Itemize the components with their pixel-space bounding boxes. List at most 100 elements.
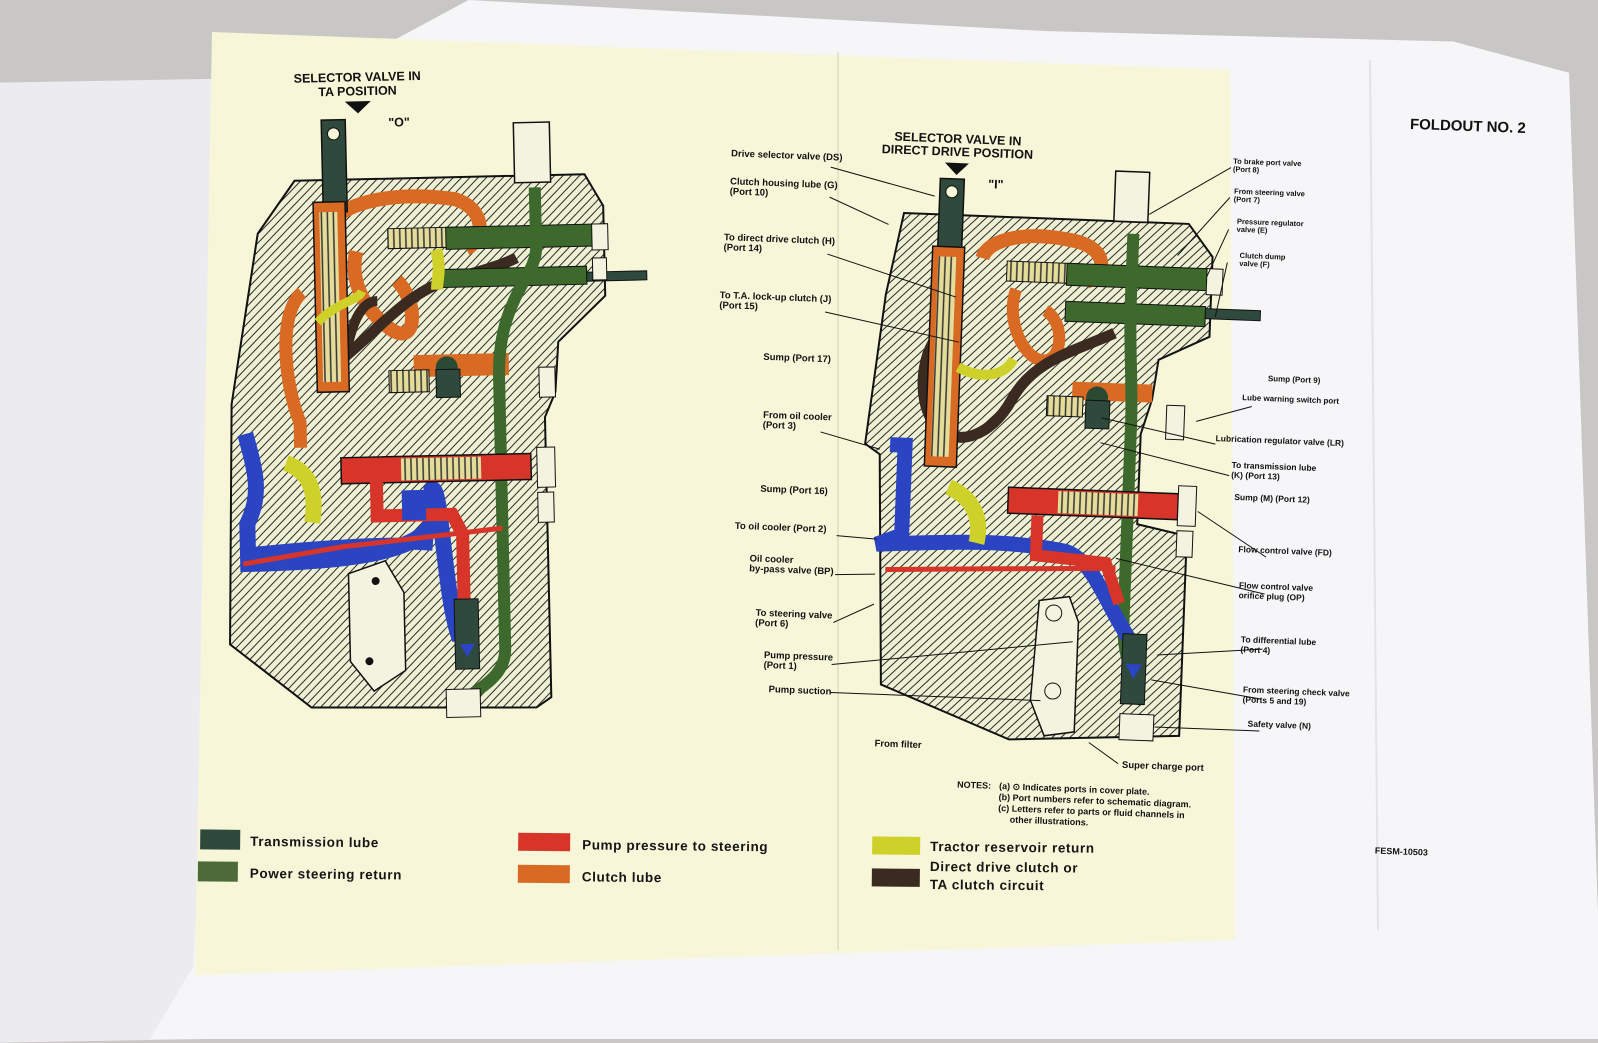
right-red-channel xyxy=(1029,515,1125,606)
legend-swatch-direct-drive xyxy=(871,868,920,887)
callout-to-oil-cooler: To oil cooler (Port 2) xyxy=(735,521,827,536)
left-panel-heading-1: SELECTOR VALVE IN xyxy=(294,69,421,86)
fold-line-2 xyxy=(1369,59,1379,931)
left-blue-block xyxy=(401,489,427,521)
callout-oil-cooler-bypass: Oil cooler xyxy=(749,553,794,566)
right-side-rod xyxy=(1204,308,1262,322)
callout-flow-control-valve: Flow control valve (FD) xyxy=(1238,544,1332,558)
callout-to-brake-port-valve: To brake port valve xyxy=(1233,157,1302,169)
callout-lube-warning-switch: Lube warning switch port xyxy=(1242,393,1340,406)
callout-to-differential-lube-port: (Port 4) xyxy=(1240,644,1270,655)
right-orange-port xyxy=(1071,381,1153,403)
legend-label-power-steering-return: Power steering return xyxy=(250,866,402,883)
right-position-mark: "I" xyxy=(988,177,1004,192)
right-yellow-lower xyxy=(944,479,987,545)
callout-clutch-dump-valve: valve (F) xyxy=(1239,259,1270,269)
callout-sump-port-9: Sump (Port 9) xyxy=(1268,374,1321,385)
callout-drive-selector-valve: Drive selector valve (DS) xyxy=(731,148,843,163)
left-yellow-lower xyxy=(282,455,322,524)
callout-ta-lockup-clutch-port: (Port 15) xyxy=(719,300,758,312)
callout-sump-port-17: Sump (Port 17) xyxy=(763,352,831,366)
right-blue-channel xyxy=(873,437,1139,649)
callout-flow-control-orifice: Flow control valve xyxy=(1239,580,1314,593)
callout-ta-lockup-clutch: To T.A. lock-up clutch (J) xyxy=(719,290,831,305)
legend-swatch-tractor-reservoir xyxy=(872,836,921,855)
callout-lubrication-regulator: Lubrication regulator valve (LR) xyxy=(1215,433,1344,448)
legend-swatch-power-steering-return xyxy=(197,861,238,882)
left-side-fittings xyxy=(536,223,609,523)
legend-label-tractor-reservoir: Tractor reservoir return xyxy=(930,839,1095,856)
callout-from-filter: From filter xyxy=(874,738,922,751)
right-top-fitting xyxy=(1113,170,1151,224)
callout-flow-control-orifice-plug: orifice plug (OP) xyxy=(1238,590,1305,603)
callout-oil-cooler-bypass-valve: by-pass valve (BP) xyxy=(749,563,834,577)
callout-pump-pressure-port: (Port 1) xyxy=(763,660,797,672)
legend-label-pump-pressure: Pump pressure to steering xyxy=(582,837,768,854)
callout-to-brake-port-valve-port: (Port 8) xyxy=(1233,165,1260,175)
legend-label-clutch-lube: Clutch lube xyxy=(582,869,662,885)
right-spring-mid xyxy=(1045,395,1084,418)
notes-block: NOTES: (a) ⊙ Indicates ports in cover pl… xyxy=(957,779,1191,828)
left-orange-branch xyxy=(279,287,308,448)
right-arrow-marker xyxy=(944,162,969,175)
right-bottom-fitting xyxy=(1118,713,1155,742)
callout-from-steering-valve-port: (Port 7) xyxy=(1234,195,1261,205)
left-yellow-drop xyxy=(430,248,445,290)
right-brown-channel xyxy=(917,321,1117,443)
right-red-branch xyxy=(885,565,1116,573)
callout-to-differential-lube: To differential lube xyxy=(1241,634,1317,647)
callout-pump-suction: Pump suction xyxy=(768,684,831,697)
left-panel-heading-2: TA POSITION xyxy=(318,83,397,99)
callout-to-transmission-lube: To transmission lube xyxy=(1231,460,1316,473)
notes-heading: NOTES: xyxy=(957,779,991,790)
callout-sump-port-12: Sump (M) (Port 12) xyxy=(1234,492,1310,505)
callout-to-steering-valve-port: (Port 6) xyxy=(755,618,789,630)
left-yellow-channel xyxy=(314,288,367,326)
callout-safety-valve: Safety valve (N) xyxy=(1247,719,1311,731)
left-position-mark: "O" xyxy=(388,115,410,129)
legend-swatch-clutch-lube xyxy=(517,864,570,884)
callout-super-charge-port: Super charge port xyxy=(1122,760,1205,774)
legend-label-transmission-lube: Transmission lube xyxy=(250,834,379,850)
callouts-left-group: Drive selector valve (DS) Clutch housing… xyxy=(719,148,922,751)
callout-pump-pressure: Pump pressure xyxy=(764,650,834,664)
left-green-valve-upper xyxy=(445,223,597,250)
left-bottom-fitting xyxy=(445,688,482,718)
left-red-branch xyxy=(242,525,503,567)
callout-from-oil-cooler: From oil cooler xyxy=(763,410,832,424)
legend: Transmission lube Power steering return … xyxy=(197,829,1095,893)
legend-swatch-pump-pressure xyxy=(518,832,571,852)
callout-pressure-regulator-valve: valve (E) xyxy=(1236,225,1268,235)
right-side-fittings xyxy=(1164,268,1224,558)
left-top-fitting xyxy=(512,121,552,184)
right-panel-heading-1: SELECTOR VALVE IN xyxy=(894,130,1022,149)
left-bottom-valve xyxy=(453,598,481,670)
legend-label-direct-drive: Direct drive clutch or xyxy=(930,859,1079,876)
callout-from-steering-check-valve-ports: (Ports 5 and 19) xyxy=(1242,694,1306,706)
left-red-channel xyxy=(369,480,471,600)
callout-clutch-housing-lube: Clutch housing lube (G) xyxy=(730,176,838,191)
callout-to-transmission-lube-port: (K) (Port 13) xyxy=(1231,470,1280,482)
left-spring-mid xyxy=(388,369,430,394)
note-c-line2: other illustrations. xyxy=(1010,815,1089,828)
legend-swatch-transmission-lube xyxy=(200,829,241,850)
callout-sump-port-16: Sump (Port 16) xyxy=(760,484,828,498)
foldout-title: FOLDOUT NO. 2 xyxy=(1410,116,1526,137)
callout-leader-lines xyxy=(820,166,1267,765)
left-green-main-channel xyxy=(462,187,543,704)
callout-from-steering-check-valve: From steering check valve xyxy=(1243,684,1350,698)
legend-label-direct-drive-line2: TA clutch circuit xyxy=(930,877,1045,893)
callout-clutch-housing-lube-port: (Port 10) xyxy=(729,186,768,198)
callout-from-oil-cooler-port: (Port 3) xyxy=(763,420,797,432)
callout-to-steering-valve: To steering valve xyxy=(755,608,832,622)
callout-from-steering-valve: From steering valve xyxy=(1234,187,1305,199)
right-panel-heading-2: DIRECT DRIVE POSITION xyxy=(881,142,1033,162)
left-arrow-marker xyxy=(344,101,371,114)
callout-pressure-regulator: Pressure regulator xyxy=(1237,217,1304,229)
document-code: FESM-10503 xyxy=(1375,846,1428,858)
callout-direct-drive-clutch: To direct drive clutch (H) xyxy=(724,232,836,247)
right-yellow-channel xyxy=(955,356,1018,380)
left-green-valve-mid xyxy=(436,265,588,289)
callout-direct-drive-clutch-port: (Port 14) xyxy=(723,242,762,254)
